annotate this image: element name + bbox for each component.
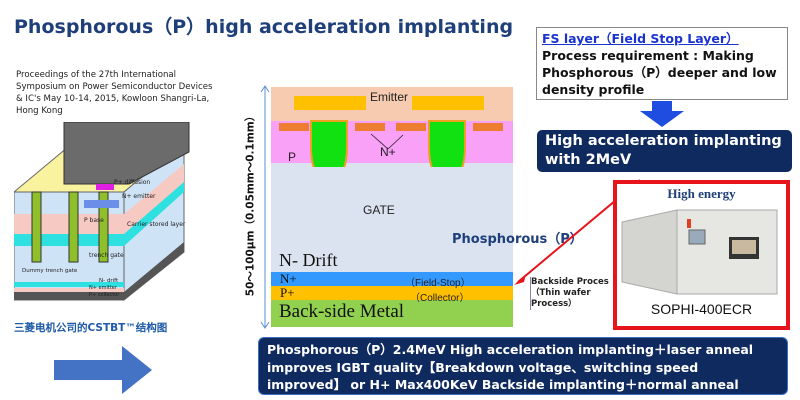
- right-arrow-icon: [54, 346, 152, 394]
- label-n-emitter-2: N+ emitter: [89, 285, 118, 291]
- label-carrier-stored: Carrier stored layer: [127, 221, 186, 228]
- label-n-emitter: N+ emitter: [122, 193, 156, 200]
- collector-p-label: P+: [280, 285, 295, 300]
- page-title: Phosphorous（P）high acceleration implanti…: [14, 16, 514, 38]
- machine-heading: High energy: [667, 186, 736, 201]
- diagram-caption: 三菱电机公司的CSTBT™结构图: [14, 322, 168, 334]
- label-dummy-gate: Dummy trench gate: [22, 268, 78, 274]
- label-n-drift: N- drift: [99, 278, 119, 284]
- fs-body: Process requirement : Making Phosphorous…: [542, 48, 777, 97]
- label-p-collector: P+ collector: [89, 292, 120, 298]
- n-drift-label: N- Drift: [279, 250, 338, 270]
- fs-layer-box: FS layer（Field Stop Layer） Process requi…: [536, 27, 788, 100]
- label-p-base: P base: [84, 217, 104, 224]
- label-p-diffusion: P+ diffusion: [114, 179, 150, 186]
- p-label: P: [288, 150, 297, 164]
- phosphorous-label: Phosphorous（P）: [452, 232, 583, 247]
- backside-metal-layer: [271, 300, 513, 327]
- n-plus-label: N+: [380, 145, 396, 159]
- backside-process-label: Backside Proces （Thin wafer Process）: [530, 277, 612, 310]
- summary-box: Phosphorous（P）2.4MeV High acceleration i…: [258, 337, 788, 395]
- field-stop-label: （Field-Stop）: [405, 278, 471, 289]
- thickness-label: 50～100μm（0.05mm～0.1mm）: [244, 110, 257, 297]
- label-trench-gate: trench gate: [89, 252, 124, 259]
- proceedings-citation: Proceedings of the 27th International Sy…: [16, 70, 213, 116]
- machine-box: High energy SOPHI-400ECR: [613, 180, 790, 330]
- collector-layer: [271, 286, 513, 300]
- n-drift-layer: [271, 163, 513, 272]
- field-stop-layer: [271, 272, 513, 286]
- down-arrow-icon: [640, 101, 684, 127]
- fs-heading: FS layer（Field Stop Layer）: [542, 31, 739, 46]
- thickness-arrow: [260, 85, 270, 329]
- machine-model: SOPHI-400ECR: [650, 301, 753, 317]
- collector-label: （Collector）: [410, 293, 470, 304]
- fs-n-label: N+: [280, 271, 297, 286]
- implanter-machine-image: [621, 209, 778, 295]
- high-acceleration-banner: High acceleration implanting with 2MeV: [537, 130, 792, 172]
- cstbt-3d-diagram: P+ diffusion N+ emitter P base Carrier s…: [14, 122, 190, 302]
- gate-label: GATE: [363, 203, 395, 217]
- gate-structures: [279, 96, 503, 167]
- backside-metal-label: Back-side Metal: [279, 301, 405, 322]
- emitter-label: Emitter: [370, 90, 409, 104]
